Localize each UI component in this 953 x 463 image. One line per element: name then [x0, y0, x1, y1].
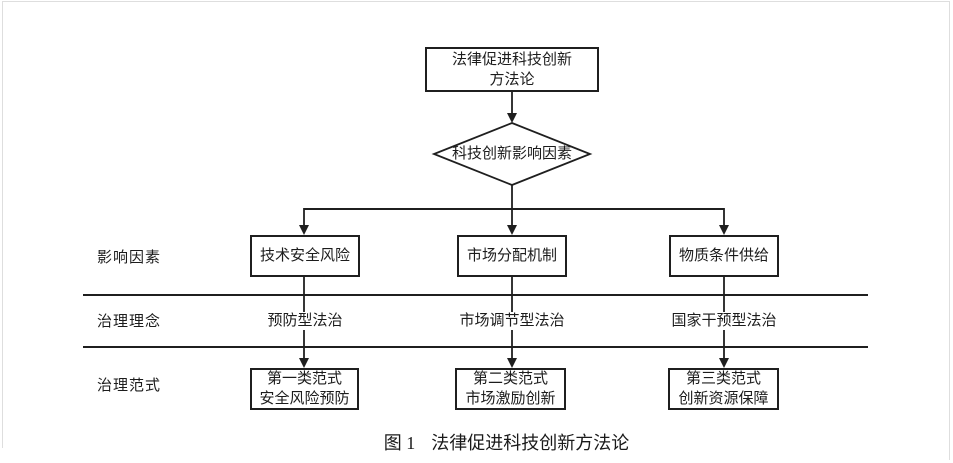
- node-text-line: 第三类范式: [685, 370, 761, 387]
- page-border-right: [949, 2, 950, 460]
- node-text-line: 物质条件供给: [678, 247, 769, 264]
- node-paradigm-2: 第二类范式 市场激励创新: [455, 368, 566, 410]
- figure-caption: 图 1 法律促进科技创新方法论: [60, 429, 953, 455]
- arrow-head: [507, 225, 517, 235]
- node-factor-tech-safety-risk: 技术安全风险: [250, 235, 360, 277]
- concept-market-regulating-rule-of-law: 市场调节型法治: [455, 312, 569, 330]
- concept-preventive-rule-of-law: 预防型法治: [263, 312, 347, 330]
- row-label-paradigms: 治理范式: [97, 377, 162, 394]
- arrow-head: [719, 358, 729, 368]
- node-text-line: 法律促进科技创新: [451, 50, 572, 68]
- node-paradigm-1: 第一类范式 安全风险预防: [250, 368, 359, 410]
- node-text-line: 技术安全风险: [259, 247, 350, 264]
- node-root-methodology: 法律促进科技创新 方法论: [425, 47, 599, 92]
- node-text-line: 市场激励创新: [465, 390, 556, 407]
- arrow-head: [299, 225, 309, 235]
- node-text-line: 市场分配机制: [466, 247, 557, 264]
- node-text-line: 安全风险预防: [259, 390, 350, 407]
- node-text-line: 第二类范式: [472, 370, 548, 387]
- node-text-line: 第一类范式: [266, 370, 342, 387]
- arrow-head: [507, 358, 517, 368]
- arrow-head: [719, 225, 729, 235]
- decision-label: 科技创新影响因素: [451, 145, 572, 162]
- row-label-concepts: 治理理念: [97, 313, 162, 330]
- node-factor-material-supply: 物质条件供给: [669, 235, 779, 277]
- node-paradigm-3: 第三类范式 创新资源保障: [668, 368, 779, 410]
- node-text-line: 方法论: [489, 70, 535, 88]
- figure-title: 法律促进科技创新方法论: [431, 433, 630, 453]
- page-border-left: [2, 2, 3, 448]
- concept-state-intervention-rule-of-law: 国家干预型法治: [667, 312, 781, 330]
- arrow-head: [507, 113, 517, 123]
- arrow-head: [299, 358, 309, 368]
- row-label-factors: 影响因素: [97, 249, 162, 266]
- node-factor-market-allocation: 市场分配机制: [457, 235, 567, 277]
- figure-number: 图 1: [383, 433, 416, 453]
- node-text-line: 创新资源保障: [678, 390, 769, 407]
- page-border-top: [2, 1, 950, 2]
